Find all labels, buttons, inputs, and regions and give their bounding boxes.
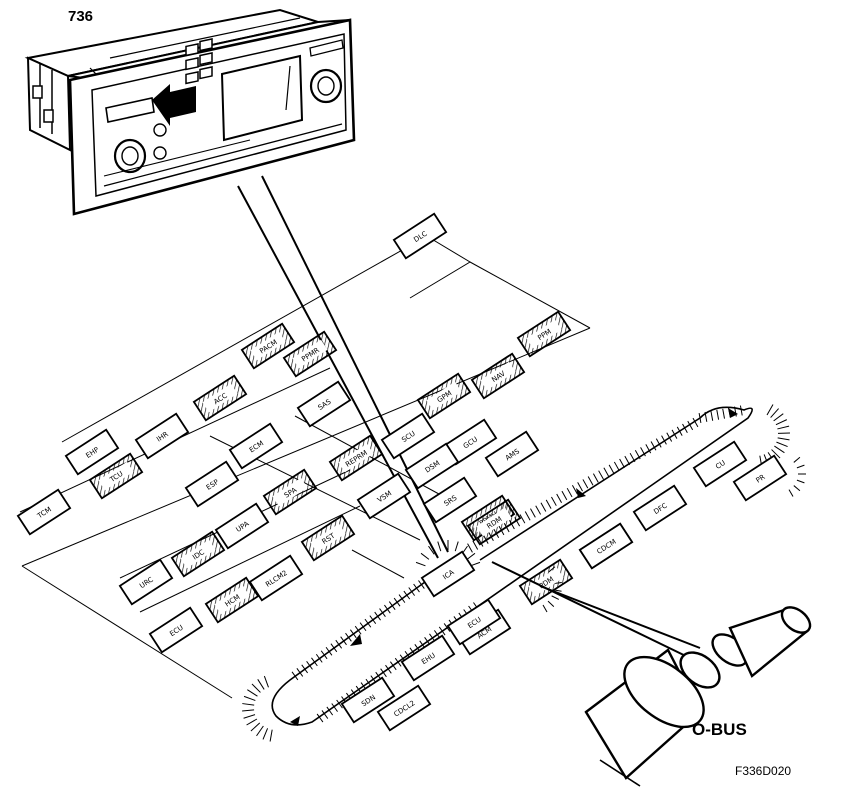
module-idc: IDC [172,532,224,577]
module-rlcm2: RLCM2 [250,556,302,601]
module-esp: ESP [186,462,238,507]
module-dsm: DSM [406,444,458,489]
module-ecu: ECU [150,608,202,653]
obus-label: O-BUS [692,720,747,740]
module-ppm: PPM [518,312,570,357]
module-ihr: IHR [136,414,188,459]
module-srs: SRS [424,478,476,523]
module-reprm: REPRM [330,436,382,481]
module-gpm: GPM [418,374,470,419]
module-dlc: DLC [394,214,446,259]
ref-number: 736 [68,8,93,25]
module-scu: SCU [382,414,434,459]
module-ica: ICA [422,552,474,597]
module-rst: RST [302,516,354,561]
module-acc: ACC [194,376,246,421]
module-vsm: VSM [358,474,410,519]
module-hcm: HCM [206,578,258,623]
figure-code: F336D020 [735,764,791,778]
module-sas: SAS [298,382,350,427]
module-upa: UPA [216,504,268,549]
module-spa: SPA [264,470,316,515]
module-ecm: ECM [230,424,282,469]
module-tcm: TCM [18,490,70,535]
module-urc: URC [120,560,172,605]
module-nav: NAV [472,354,524,399]
